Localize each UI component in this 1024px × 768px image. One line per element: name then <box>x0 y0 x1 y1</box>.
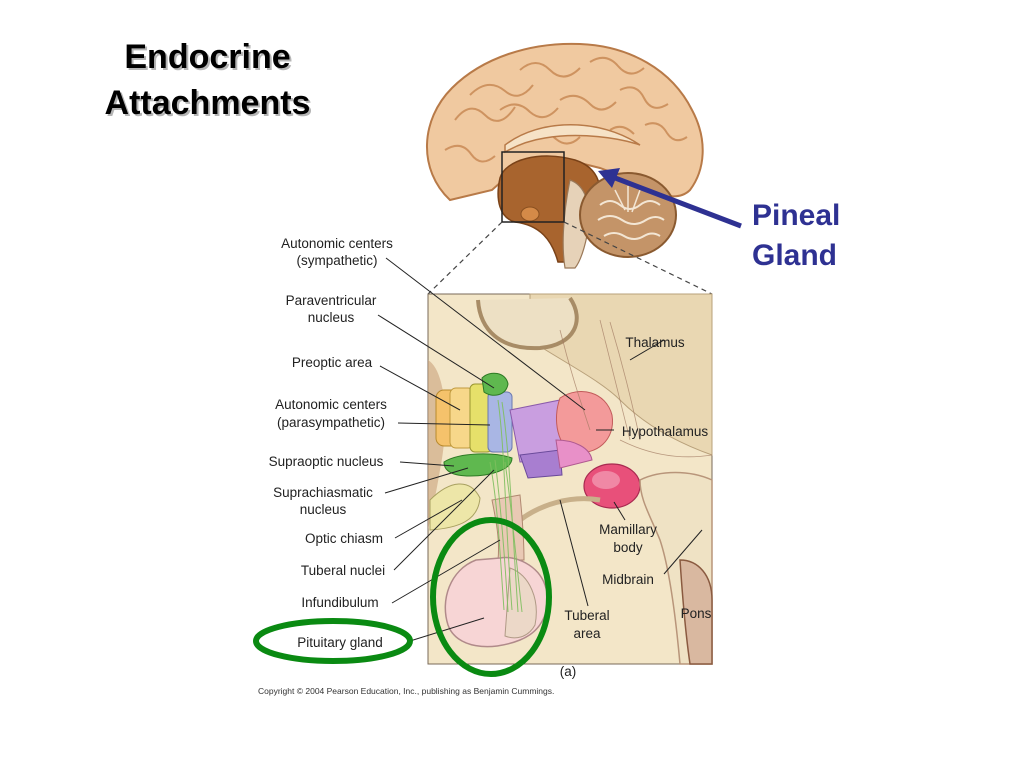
tuberal-nucleus <box>519 449 563 479</box>
label-optic-chiasm: Optic chiasm <box>305 531 383 546</box>
label-autonomic-parasympathetic-1: Autonomic centers <box>275 397 387 412</box>
highlight-circle-pituitary-label <box>253 618 413 664</box>
pons-outline <box>679 559 713 665</box>
pineal-arrowhead <box>598 168 620 188</box>
fornix <box>476 296 579 351</box>
title-line-1: Endocrine <box>124 38 291 76</box>
label-infundibulum: Infundibulum <box>301 595 378 610</box>
label-autonomic-sympathetic-2: (sympathetic) <box>296 253 377 268</box>
pituitary-small <box>520 206 540 222</box>
label-tuberal-area-2: area <box>573 626 601 641</box>
label-thalamus: Thalamus <box>625 335 685 350</box>
lateral-nucleus <box>555 439 593 469</box>
brain-illustration <box>426 42 704 269</box>
pineal-arrow <box>609 173 742 229</box>
pineal-line-1: Pineal <box>752 199 841 232</box>
title-line-2: Attachments <box>104 84 311 122</box>
zoom-lines <box>427 221 713 295</box>
cerebellum <box>579 172 677 258</box>
diagram-labels: Autonomic centers (sympathetic) Paravent… <box>269 236 712 679</box>
cerebral-folds <box>444 56 688 163</box>
leader-lines <box>377 257 703 642</box>
label-mamillary-2: body <box>613 540 643 555</box>
label-tuberal-nuclei: Tuberal nuclei <box>301 563 385 578</box>
neural-fibers <box>489 399 523 613</box>
label-supraoptic-nucleus: Supraoptic nucleus <box>269 454 384 469</box>
label-paraventricular-1: Paraventricular <box>286 293 377 308</box>
hypothalamus-panel <box>427 293 713 665</box>
tuberal-area-curve <box>518 496 601 523</box>
cerebrum <box>426 42 704 202</box>
label-autonomic-sympathetic-1: Autonomic centers <box>281 236 393 251</box>
slide-title: Endocrine Attachments <box>80 34 335 126</box>
label-mamillary-1: Mamillary <box>599 522 657 537</box>
label-suprachiasmatic-1: Suprachiasmatic <box>273 485 373 500</box>
label-tuberal-area-1: Tuberal <box>564 608 609 623</box>
label-paraventricular-2: nucleus <box>308 310 355 325</box>
highlight-circle-pituitary-gland <box>430 517 552 677</box>
optic-chiasm <box>429 483 481 531</box>
label-pituitary-gland: Pituitary gland <box>297 635 383 650</box>
corpus-callosum <box>504 124 641 154</box>
label-suprachiasmatic-2: nucleus <box>300 502 347 517</box>
pineal-gland-label: Pineal Gland <box>752 196 840 276</box>
label-autonomic-parasympathetic-2: (parasympathetic) <box>277 415 385 430</box>
paraventricular-nucleus <box>481 372 509 396</box>
label-hypothalamus: Hypothalamus <box>622 424 709 439</box>
label-panel-a: (a) <box>560 664 577 679</box>
label-midbrain: Midbrain <box>602 572 654 587</box>
label-preoptic-area: Preoptic area <box>292 355 373 370</box>
posterior-nucleus <box>556 391 613 454</box>
copyright-notice: Copyright © 2004 Pearson Education, Inc.… <box>258 686 555 696</box>
tract-lines <box>559 319 713 458</box>
highlight-annotations <box>253 517 552 677</box>
detail-box <box>501 151 565 223</box>
label-pons: Pons <box>681 606 712 621</box>
pineal-line-2: Gland <box>752 239 838 272</box>
